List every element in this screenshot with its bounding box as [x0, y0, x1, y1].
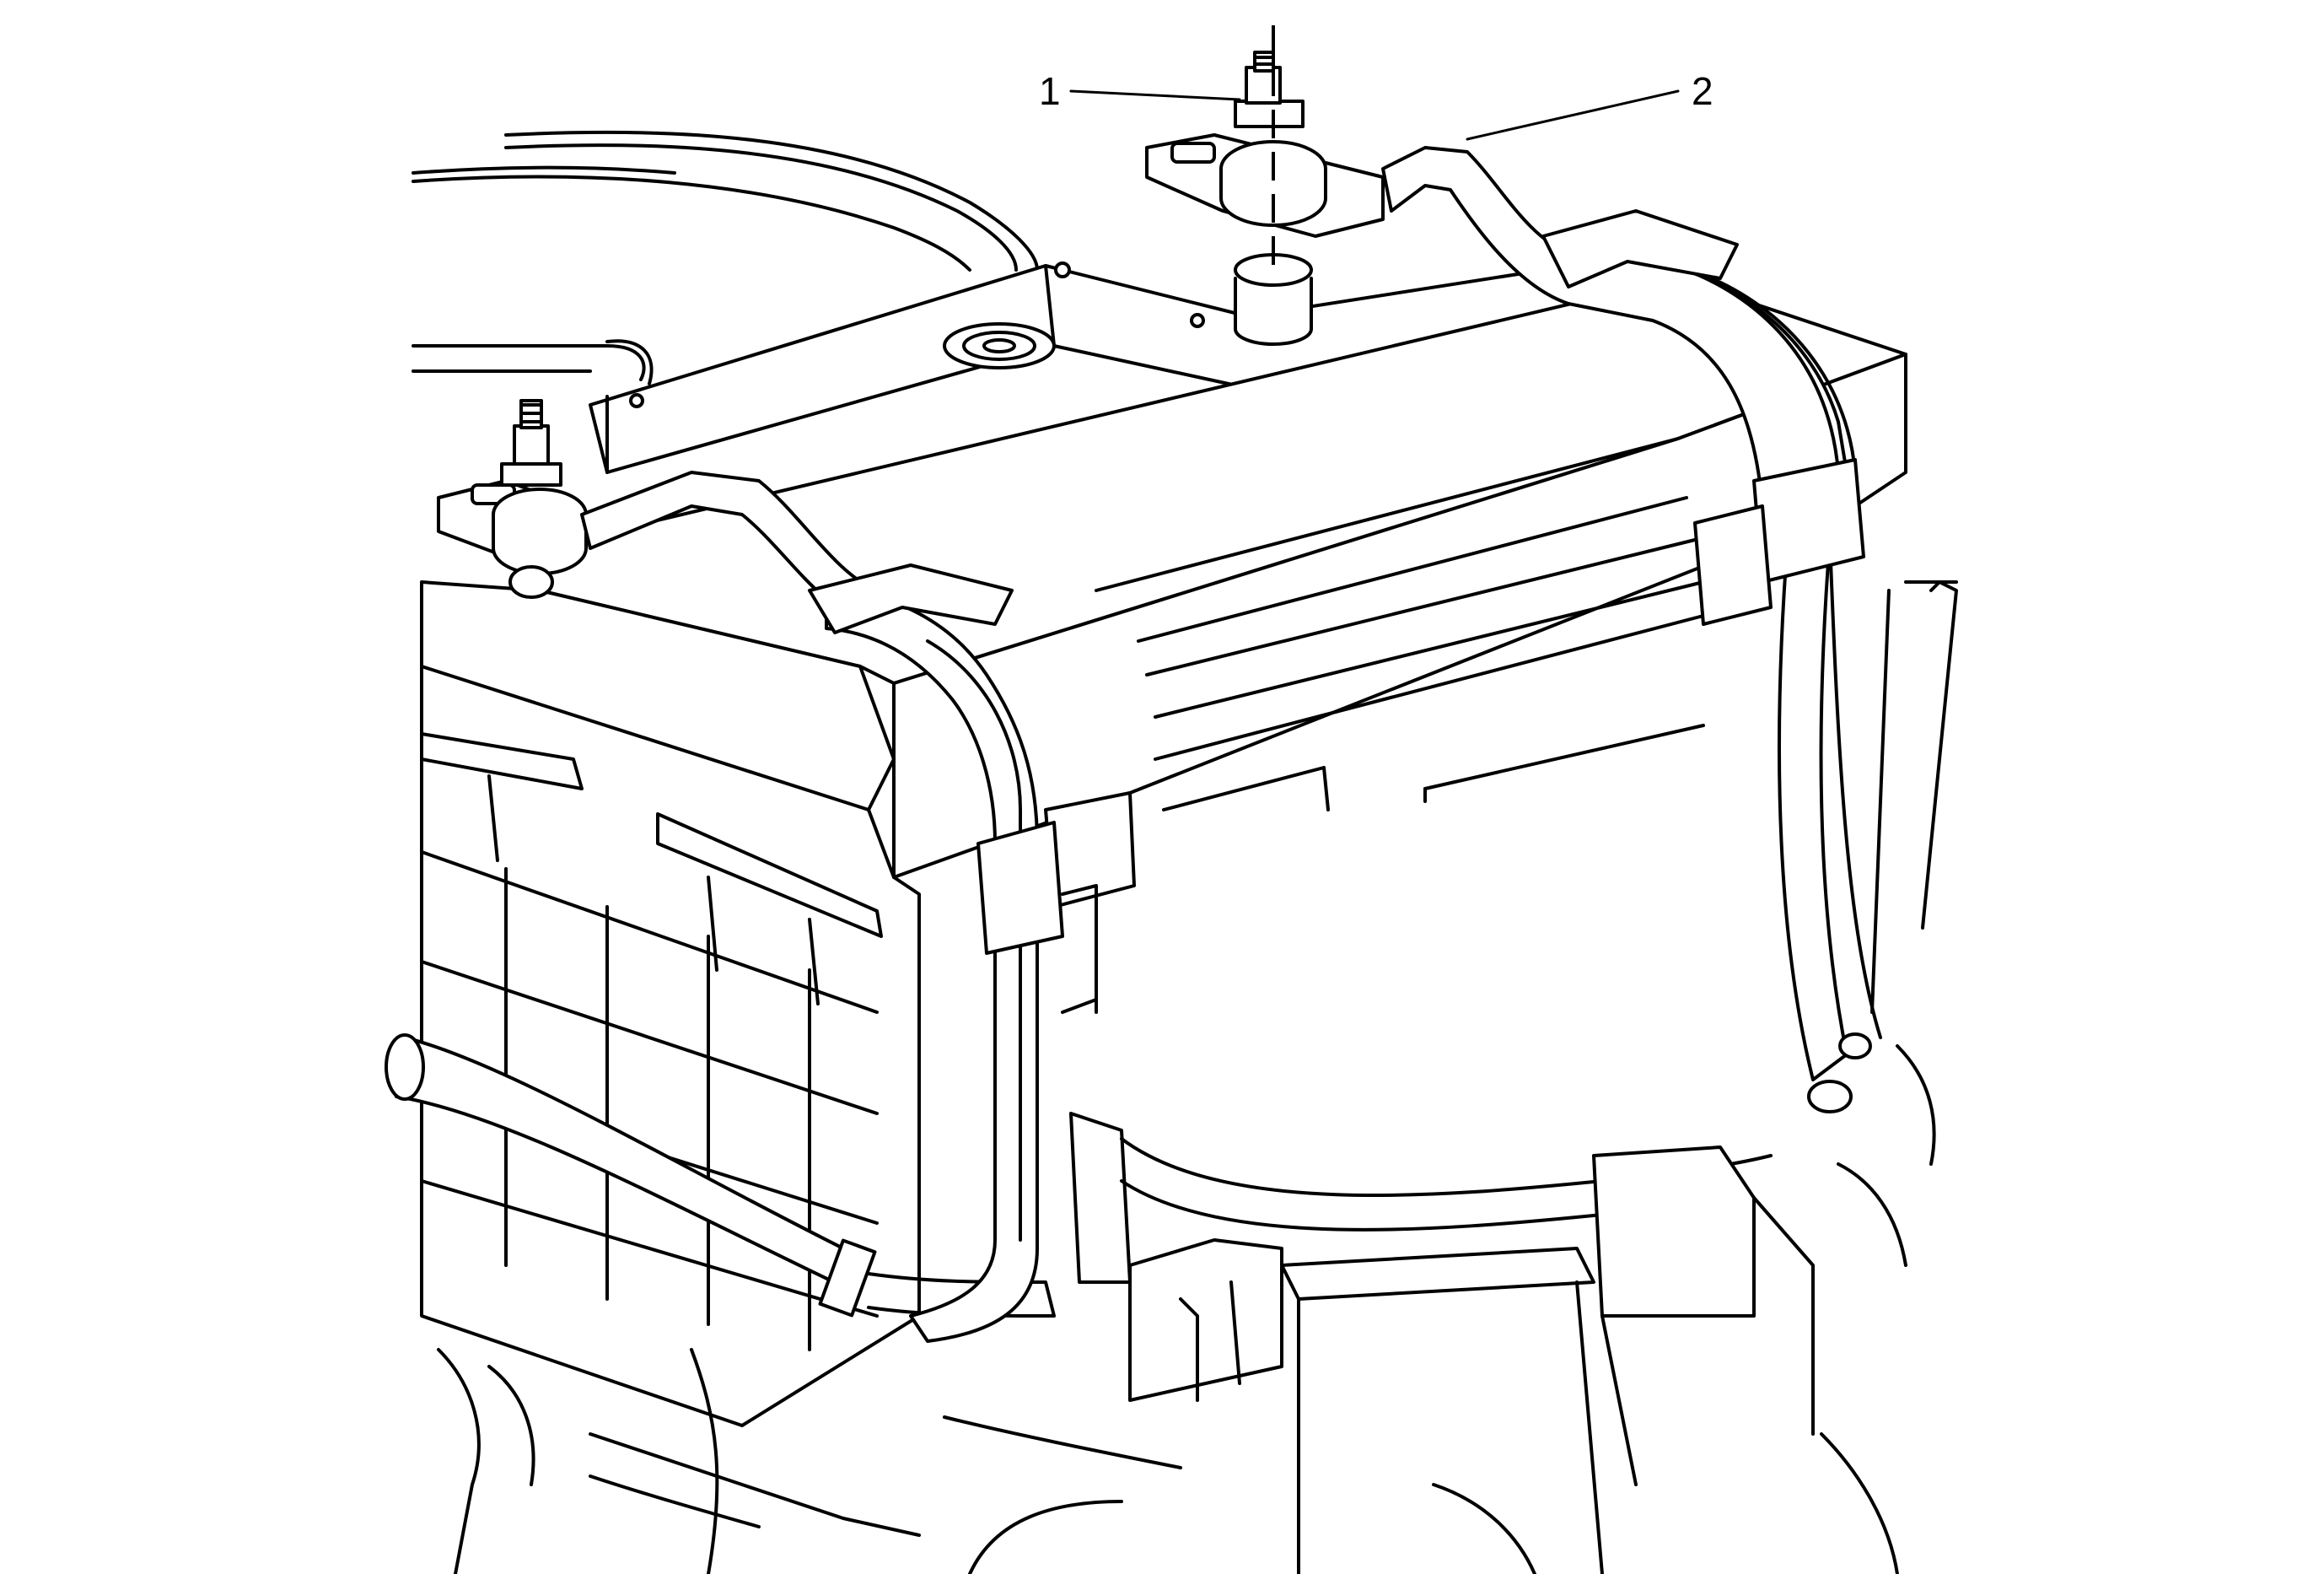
lower-tray [1069, 1112, 1815, 1574]
callout-2: 2 [1466, 69, 1713, 141]
negative-terminal [437, 399, 879, 626]
battery-tray-grid [420, 732, 883, 1351]
front-hose [385, 1033, 1056, 1318]
background-hoses [412, 130, 1039, 385]
callout-2-label: 2 [1692, 69, 1713, 113]
background-engine-parts [437, 580, 1958, 1574]
positive-cable [1381, 146, 1882, 1113]
callout-1: 1 [1039, 69, 1241, 113]
battery-top-cover [589, 251, 1688, 474]
left-cable [808, 563, 1136, 1343]
callout-1-label: 1 [1039, 69, 1061, 113]
positive-terminal [1145, 51, 1385, 346]
